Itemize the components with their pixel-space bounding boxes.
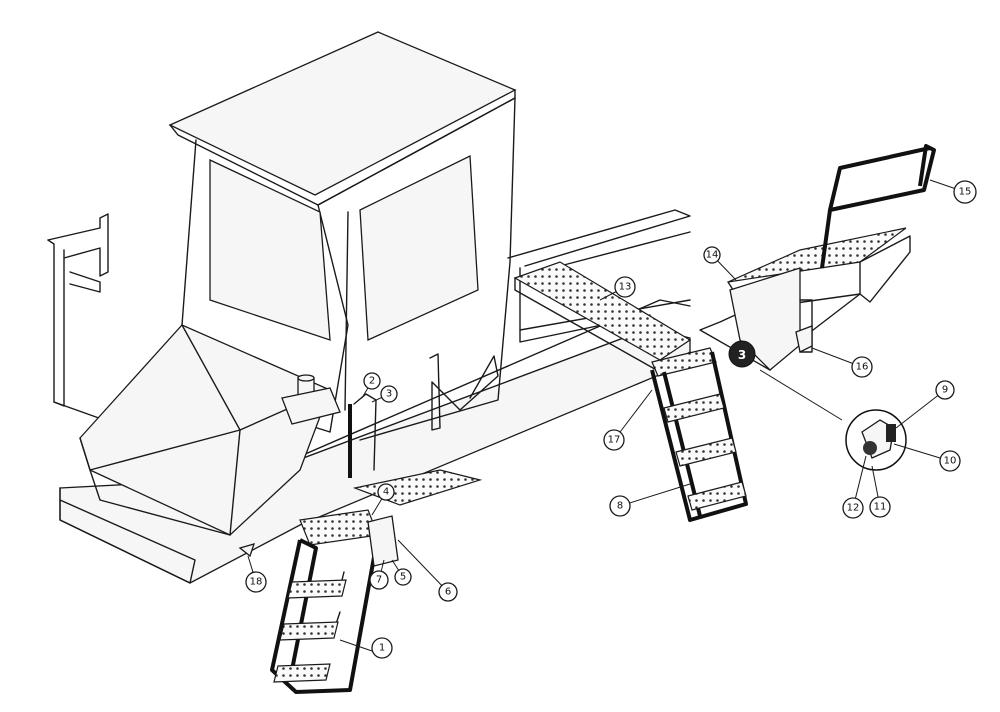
callout-14: 14 bbox=[703, 246, 721, 264]
bracket-16 bbox=[795, 325, 813, 353]
rear-platform bbox=[699, 144, 936, 371]
walkway-plate bbox=[513, 261, 692, 361]
callout-15: 15 bbox=[953, 180, 977, 204]
callout-16: 16 bbox=[851, 356, 873, 378]
callout-5: 5 bbox=[394, 568, 412, 586]
callout-4: 4 bbox=[377, 483, 395, 501]
fastener-18 bbox=[238, 543, 256, 558]
callout-11: 11 bbox=[869, 496, 891, 518]
svg-text:18: 18 bbox=[250, 577, 263, 588]
svg-text:7: 7 bbox=[376, 575, 382, 586]
front-step-ladder bbox=[270, 393, 399, 694]
detail-marker: 3 bbox=[738, 348, 746, 362]
svg-text:11: 11 bbox=[874, 502, 887, 513]
svg-text:3: 3 bbox=[386, 389, 392, 400]
svg-text:6: 6 bbox=[445, 587, 451, 598]
callout-3: 3 bbox=[380, 385, 398, 403]
callout-7: 7 bbox=[369, 570, 389, 590]
detail-circle bbox=[759, 369, 907, 471]
callout-6: 6 bbox=[438, 582, 458, 602]
callout-1: 1 bbox=[371, 637, 393, 659]
svg-text:17: 17 bbox=[608, 435, 621, 446]
rear-step-ladder bbox=[650, 347, 748, 522]
callout-18: 18 bbox=[245, 571, 267, 593]
svg-text:9: 9 bbox=[942, 385, 948, 396]
callout-9: 9 bbox=[935, 380, 955, 400]
callout-8: 8 bbox=[609, 495, 631, 517]
svg-text:13: 13 bbox=[619, 282, 632, 293]
callout-2: 2 bbox=[363, 372, 381, 390]
callout-12: 12 bbox=[842, 497, 864, 519]
svg-text:15: 15 bbox=[959, 187, 972, 198]
svg-text:2: 2 bbox=[369, 376, 375, 387]
svg-text:16: 16 bbox=[856, 362, 869, 373]
svg-text:8: 8 bbox=[617, 501, 623, 512]
svg-text:14: 14 bbox=[706, 250, 719, 261]
callout-10: 10 bbox=[939, 450, 961, 472]
svg-text:1: 1 bbox=[379, 643, 385, 654]
operator-cab bbox=[79, 31, 517, 536]
callout-13: 13 bbox=[614, 276, 636, 298]
callout-17: 17 bbox=[603, 429, 625, 451]
svg-text:4: 4 bbox=[383, 487, 389, 498]
svg-text:5: 5 bbox=[400, 572, 406, 583]
svg-text:10: 10 bbox=[944, 456, 957, 467]
svg-text:12: 12 bbox=[847, 503, 860, 514]
